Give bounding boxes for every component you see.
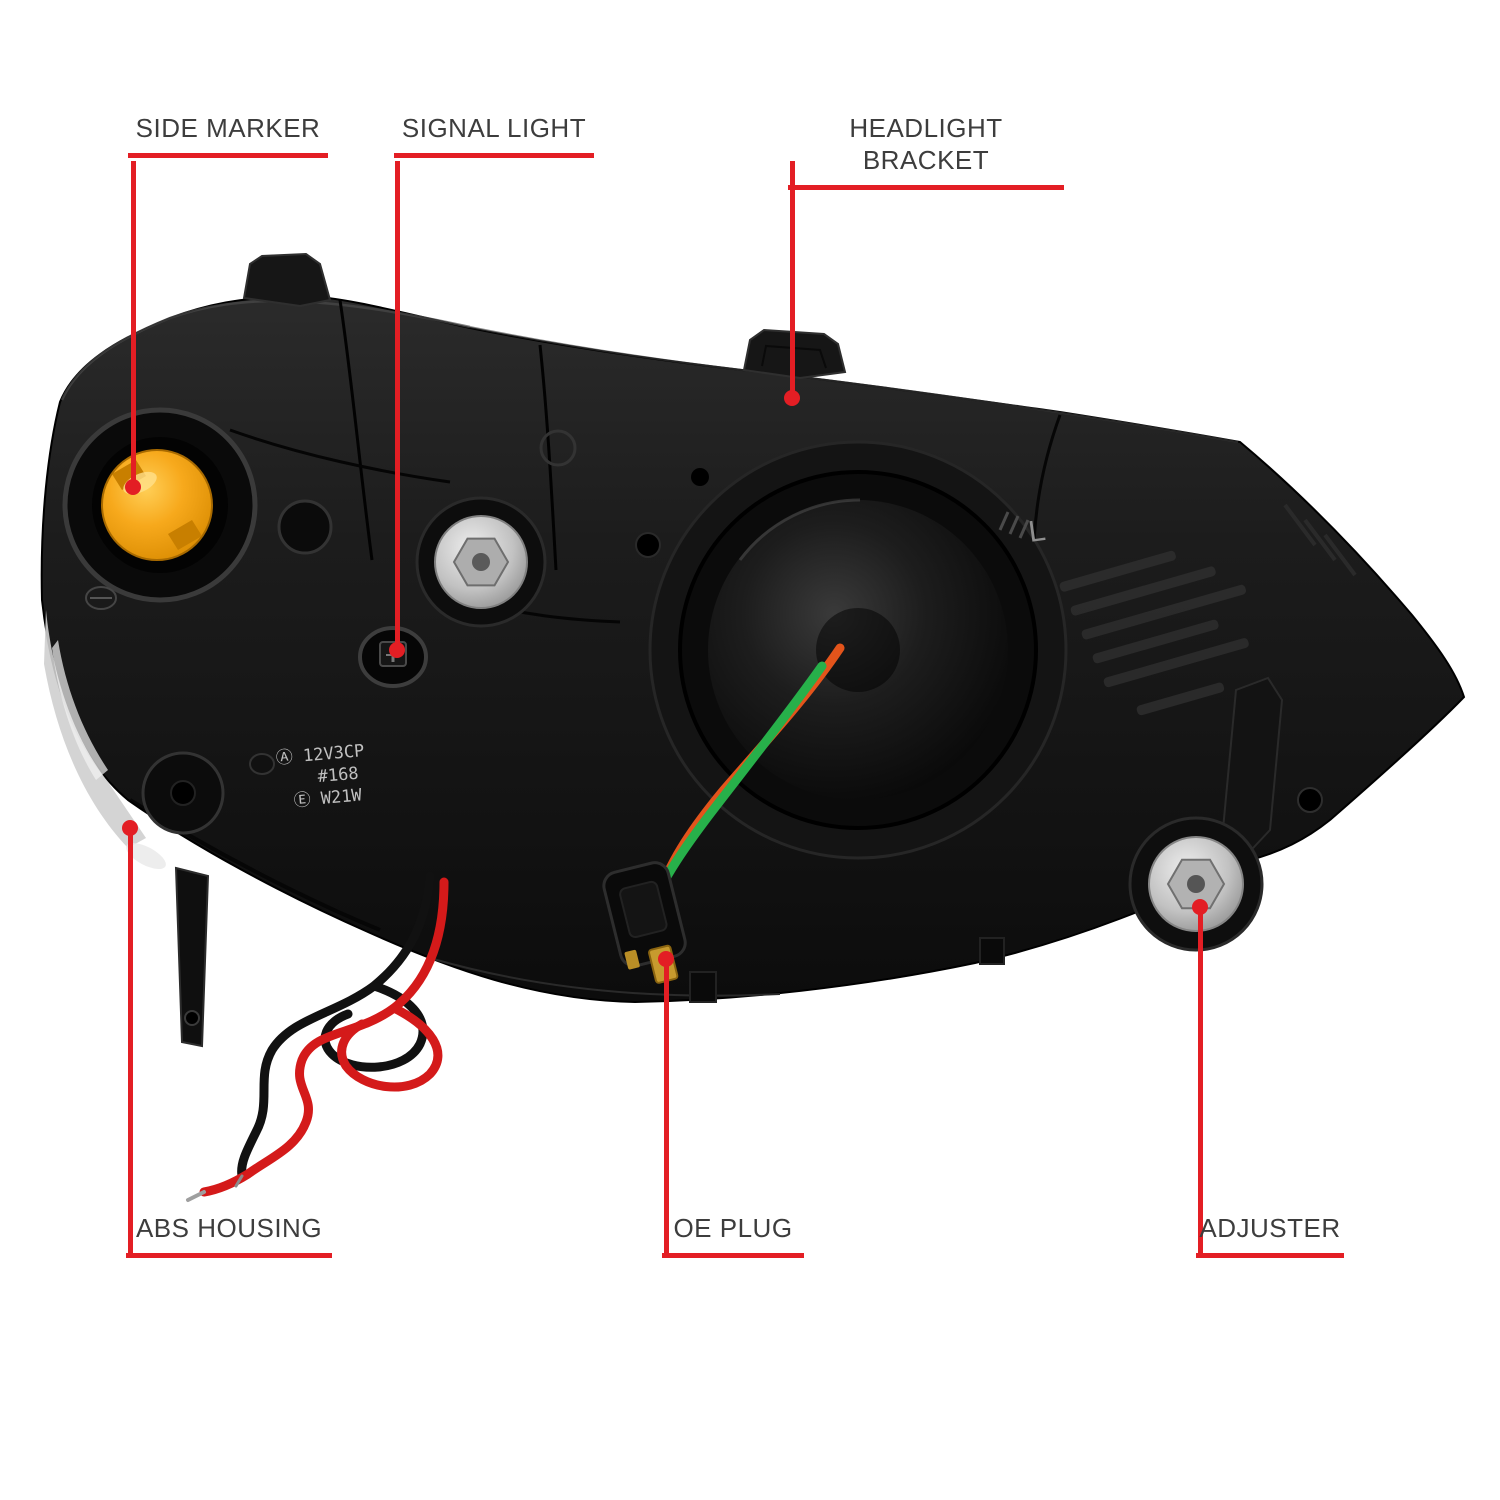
callout-abs-housing-label: ABS HOUSING [135, 1213, 323, 1243]
callout-dot-adjuster [1192, 899, 1208, 915]
callout-adjuster-label: ADJUSTER [1199, 1213, 1341, 1243]
bulb-spec-line2: #168 [317, 764, 360, 787]
upper-left-bracket [242, 252, 332, 308]
callout-headlight-bracket: HEADLIGHT BRACKET [788, 112, 1064, 190]
callout-dot-abs-housing [122, 820, 138, 836]
projector-bowl [648, 440, 1068, 860]
callout-line-abs-housing [128, 832, 133, 1256]
callout-abs-housing: ABS HOUSING [126, 1212, 332, 1258]
adjuster-bolt [1128, 676, 1284, 952]
callout-dot-signal-light [389, 642, 405, 658]
callout-dot-oe-plug [658, 951, 674, 967]
power-wires [186, 871, 449, 1202]
callout-headlight-bracket-label: HEADLIGHT BRACKET [849, 113, 1003, 175]
callout-dot-headlight-bracket [784, 390, 800, 406]
callout-signal-light-label: SIGNAL LIGHT [401, 113, 587, 143]
bulb-spec-text: Ⓐ 12V3CP #168 Ⓔ W21W [275, 741, 365, 811]
callout-signal-light: SIGNAL LIGHT [394, 112, 594, 158]
callout-oe-plug: OE PLUG [662, 1212, 804, 1258]
callout-line-oe-plug [664, 963, 669, 1256]
callout-line-adjuster [1198, 911, 1203, 1256]
position-letter: L [1026, 514, 1047, 549]
molded-detail: L [998, 503, 1357, 716]
side-marker-cap [62, 407, 258, 603]
callout-side-marker-label: SIDE MARKER [135, 113, 321, 143]
callout-side-marker: SIDE MARKER [128, 112, 328, 158]
callout-line-side-marker [131, 161, 136, 488]
callout-line-signal-light [395, 161, 400, 648]
callout-dot-side-marker [125, 479, 141, 495]
callout-adjuster: ADJUSTER [1196, 1212, 1344, 1258]
bracket-bolt [415, 496, 547, 628]
mounting-tab [174, 866, 210, 1048]
callout-oe-plug-label: OE PLUG [673, 1213, 793, 1243]
callout-line-headlight-bracket [790, 161, 795, 395]
